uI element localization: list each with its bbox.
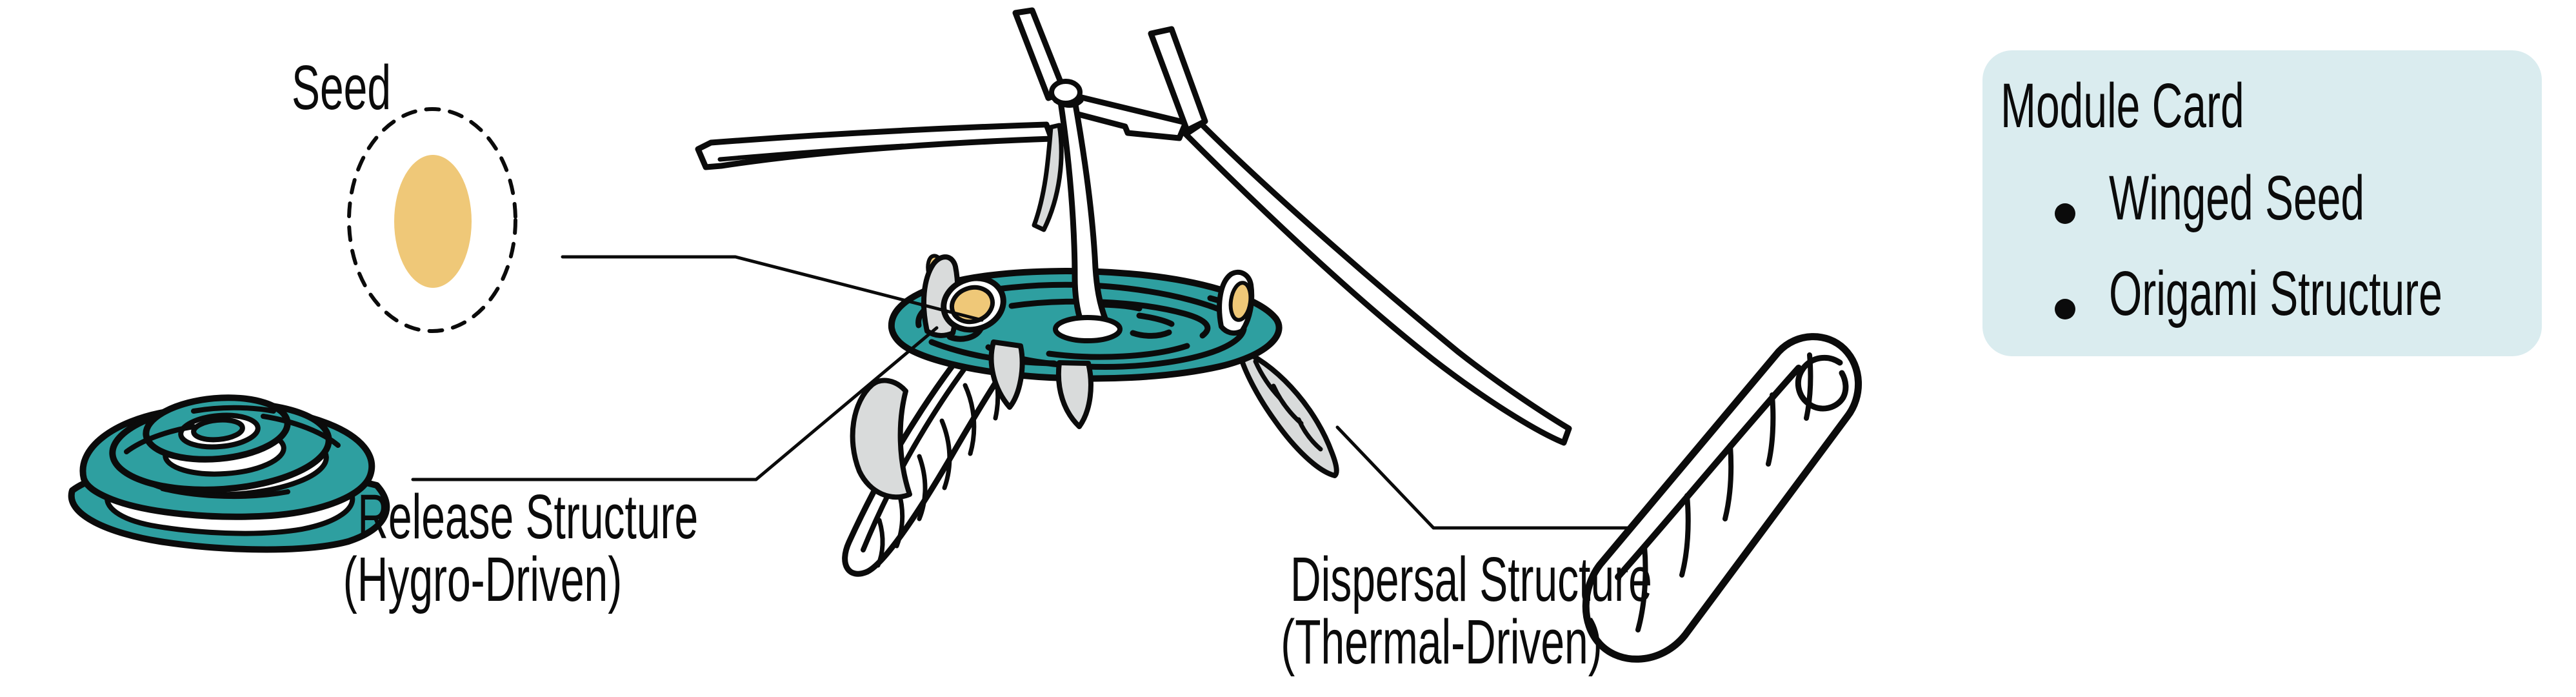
dispersal-wing-outline [1582,333,1862,663]
leader-lines [411,255,1691,530]
dispersal-label-line2: (Thermal-Driven) [1281,607,1603,677]
disc-below-leaves [988,339,1093,429]
coil-core [191,417,245,443]
branch-upper-right-arm [1148,26,1208,134]
seed-label: Seed [292,56,438,119]
module-card-title: Module Card [2001,70,2244,141]
module-card-bullet-origami-structure: Origami Structure [2109,258,2442,328]
branch-lower-right-arm [1183,121,1572,446]
branch-illustration [695,7,1572,446]
coil-accent-lines [124,405,341,500]
release-structure-label: Release Structure (Hygro-Driven) [277,485,698,614]
seed-label-text: Seed [292,52,392,123]
module-card: Module Card Winged Seed Origami Structur… [1982,50,2542,356]
release-leader-line [411,326,939,481]
seed-leader-line [561,255,984,322]
module-card-bullet-winged-seed: Winged Seed [2109,163,2365,233]
seed-callout [347,107,517,333]
right-small-wing-ribs [1253,359,1323,452]
branch-left-twig-midline [717,143,906,162]
left-seed-pocket [921,254,1006,338]
seed-body [394,155,472,288]
branch-right-connector [1063,91,1189,141]
release-coil-illustration [68,394,390,553]
right-seed-pocket [1217,269,1255,336]
dispersal-label-line1: Dispersal Structure [1290,544,1652,614]
seed-dashed-circle [347,107,517,333]
left-wing-base-membrane [850,378,912,500]
dispersal-structure-label: Dispersal Structure (Thermal-Driven) [1205,548,1652,673]
bullet-dot [2055,299,2075,319]
release-label-line1: Release Structure [357,481,699,552]
dispersal-leader-line [1335,425,1691,530]
stem-assembly [1049,79,1123,343]
stem-knot-wrap [1053,98,1084,108]
dispersal-wing-illustration [1582,333,1862,663]
below-leaf-left [988,339,1025,410]
right-small-wing [1239,348,1339,478]
bullet-dot [2055,203,2075,224]
release-label-line2: (Hygro-Driven) [343,544,623,614]
disc-hole [1053,315,1123,343]
dispersal-wing-ribs [1635,352,1813,632]
right-seed [1228,281,1253,322]
branch-leaf [1032,123,1064,232]
below-leaf-right [1055,360,1093,429]
